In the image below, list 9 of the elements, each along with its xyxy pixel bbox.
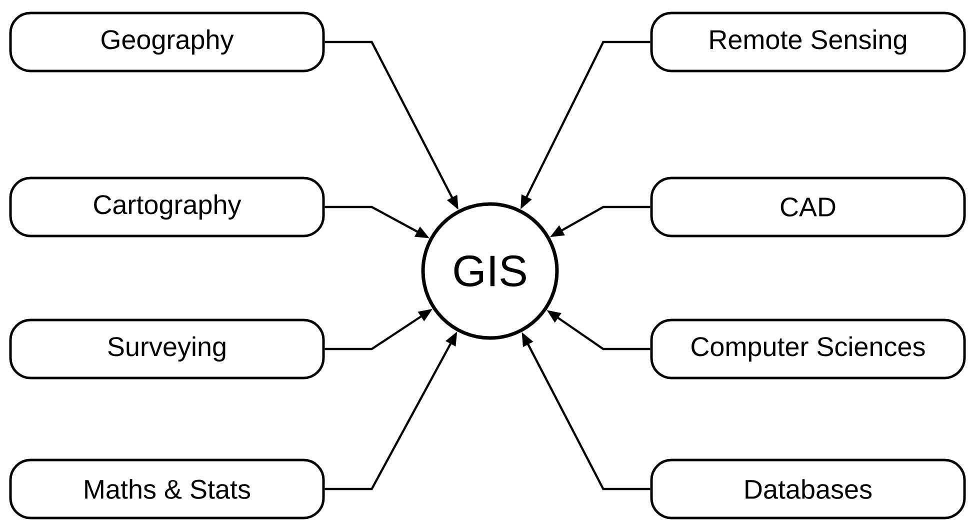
rounded-box: Databases bbox=[650, 458, 966, 520]
rounded-box: Surveying bbox=[9, 318, 325, 380]
rounded-box: Maths & Stats bbox=[9, 458, 325, 520]
rounded-box: Cartography bbox=[9, 176, 325, 238]
rounded-box: Geography bbox=[9, 12, 325, 72]
rounded-box: Remote Sensing bbox=[650, 12, 966, 72]
circle-node: GIS bbox=[421, 202, 559, 340]
rounded-box: CAD bbox=[650, 176, 966, 238]
rounded-box: Computer Sciences bbox=[650, 318, 966, 380]
